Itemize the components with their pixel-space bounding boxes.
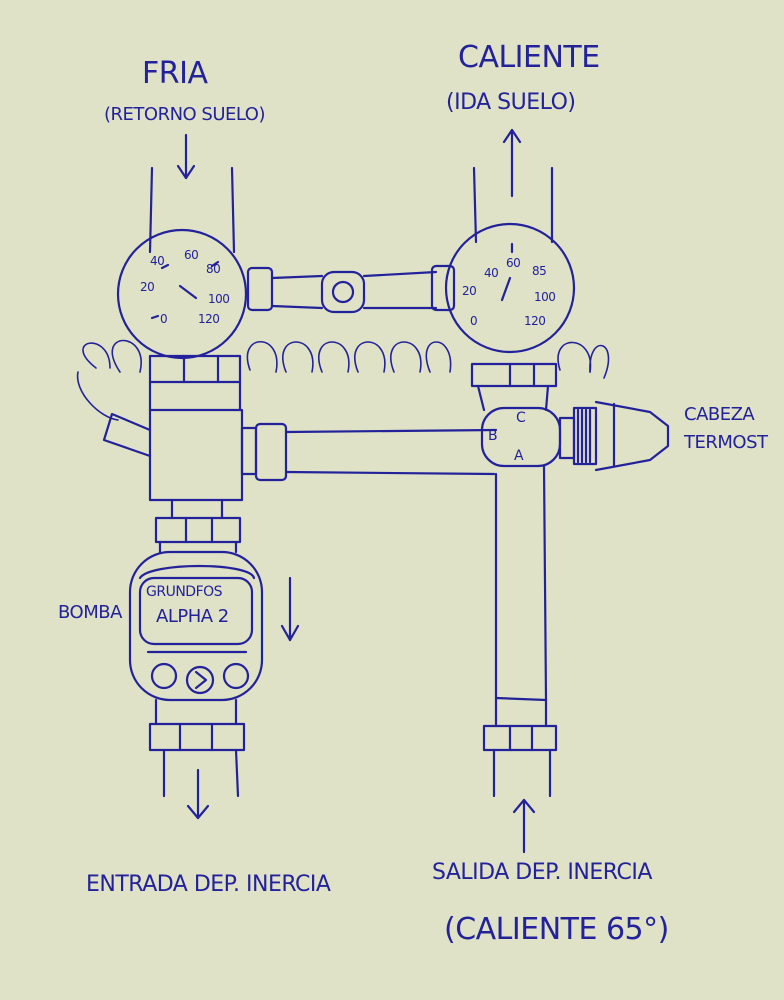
gauge-right-40: 40 xyxy=(484,266,499,280)
gauge-left-60: 60 xyxy=(184,248,199,262)
mixing-pipe xyxy=(254,422,498,482)
gauge-right-120: 120 xyxy=(524,314,546,328)
gauge-left-120: 120 xyxy=(198,312,220,326)
valve-port-a: A xyxy=(514,448,524,464)
supply-floor-label: (IDA SUELO) xyxy=(446,90,576,115)
gauge-left-20: 20 xyxy=(140,280,155,294)
buffer-outlet-label: SALIDA DEP. INERCIA xyxy=(432,860,652,885)
cold-label: FRIA xyxy=(142,56,208,91)
hot-outlet-pipe xyxy=(472,166,554,244)
gauge-left-0: 0 xyxy=(160,312,168,326)
gauge-right-20: 20 xyxy=(462,284,477,298)
gauge-right-100: 100 xyxy=(534,290,556,304)
pump-brand-label: GRUNDFOS xyxy=(146,584,223,600)
inlet-up-arrow-icon xyxy=(512,798,536,854)
hot-65-label: (CALIENTE 65°) xyxy=(444,912,669,947)
valve-port-c: C xyxy=(516,410,526,426)
gauge-left-80: 80 xyxy=(206,262,221,276)
circulation-pump xyxy=(128,550,264,702)
thermostatic-label: TERMOST xyxy=(684,432,768,453)
gauge-left-40: 40 xyxy=(150,254,165,268)
pump-model-label: ALPHA 2 xyxy=(156,606,229,627)
left-manifold-body xyxy=(102,408,258,502)
pump-label: BOMBA xyxy=(58,602,122,623)
cold-inlet-pipe xyxy=(148,166,236,254)
outlet-down-arrow-icon xyxy=(186,768,210,820)
down-arrow-icon xyxy=(176,133,196,180)
gauge-right-60: 60 xyxy=(506,256,521,270)
hot-supply-pipe xyxy=(482,464,558,798)
left-union-fitting xyxy=(148,354,242,412)
bypass-pipe xyxy=(246,264,456,314)
buffer-inlet-label: ENTRADA DEP. INERCIA xyxy=(86,872,331,897)
valve-port-b: B xyxy=(488,428,498,444)
spring-coil xyxy=(76,339,610,421)
up-arrow-icon xyxy=(502,128,522,198)
pump-lower-fitting xyxy=(148,698,246,798)
flow-down-arrow-icon xyxy=(280,576,300,642)
gauge-right-0: 0 xyxy=(470,314,478,328)
return-floor-label: (RETORNO SUELO) xyxy=(104,104,265,125)
pump-upper-fitting xyxy=(154,498,242,554)
right-union-fitting xyxy=(470,362,558,412)
right-thermometer-gauge xyxy=(444,222,576,354)
thermostatic-head xyxy=(558,400,670,472)
head-label: CABEZA xyxy=(684,404,755,425)
gauge-left-100: 100 xyxy=(208,292,230,306)
hot-label: CALIENTE xyxy=(458,40,600,75)
left-thermometer-gauge xyxy=(116,228,248,360)
gauge-right-85: 85 xyxy=(532,264,547,278)
